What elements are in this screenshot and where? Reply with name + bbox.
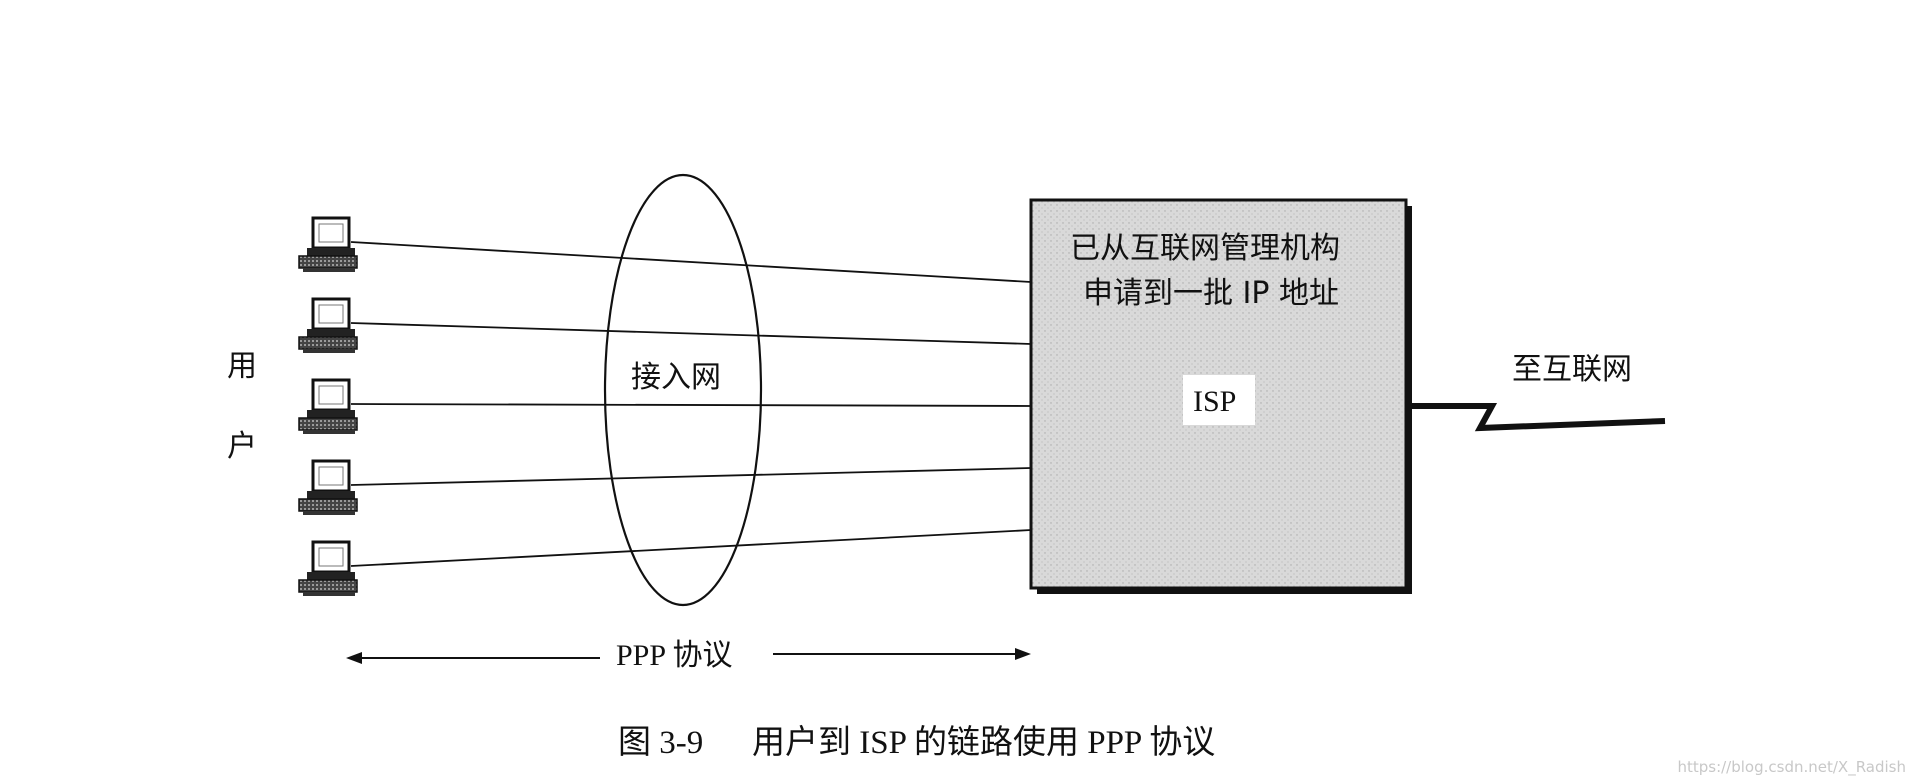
access-line — [350, 467, 1032, 486]
internet-link-line — [1412, 403, 1666, 432]
user-computers — [298, 216, 358, 596]
ppp-protocol-label: PPP 协议 — [616, 639, 733, 672]
access-line — [350, 322, 1032, 345]
isp-name-backdrop — [1183, 375, 1255, 425]
internet-link-label: 至互联网 — [1512, 352, 1632, 387]
ppp-arrowhead-left — [346, 652, 362, 664]
access-network-ellipse — [603, 173, 763, 607]
user-computer-icon — [298, 378, 358, 434]
isp-note-line1: 已从互联网管理机构 — [1070, 231, 1340, 266]
user-computer-icon — [298, 540, 358, 596]
access-line — [350, 403, 1032, 407]
user-computer-icon — [298, 297, 358, 353]
access-line — [350, 241, 1032, 283]
access-network-label: 接入网 — [631, 360, 721, 395]
user-computer-icon — [298, 216, 358, 272]
access-line — [350, 529, 1032, 567]
ppp-arrowhead-right — [1015, 648, 1031, 660]
user-computer-icon — [298, 459, 358, 515]
watermark-text: https://blog.csdn.net/X_Radish — [1677, 758, 1906, 776]
users-label-line2: 户 — [227, 429, 257, 464]
isp-note-line2: 申请到一批 IP 地址 — [1083, 276, 1340, 311]
figure-caption: 用户到 ISP 的链路使用 PPP 协议 — [752, 725, 1216, 761]
isp-name: ISP — [1193, 385, 1237, 418]
users-label-line1: 用 — [227, 349, 257, 384]
figure-number: 图 3-9 — [618, 725, 704, 761]
access-lines — [350, 241, 1032, 567]
